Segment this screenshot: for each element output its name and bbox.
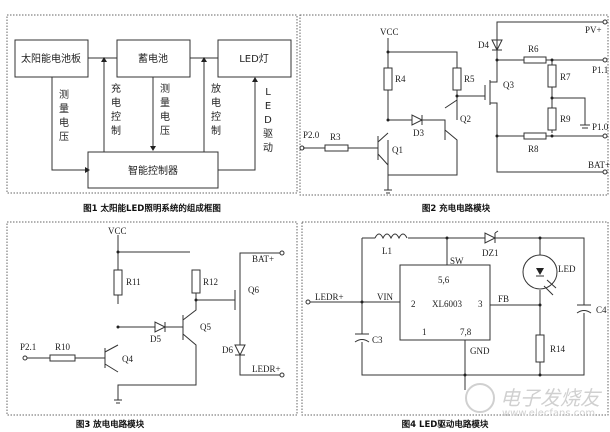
fig1-label-measure-v1: 压 (59, 131, 69, 143)
d5-label: D5 (150, 334, 161, 344)
p21-label: P2.1 (20, 342, 36, 352)
q2-label: Q2 (460, 114, 471, 124)
fig2-charging-circuit: VCC R4 R5 D3 Q2 Q1 P2.0 R3 D4 Q3 R6 R7 R… (299, 14, 610, 214)
vcc-label: VCC (380, 27, 399, 37)
fig3-caption: 图3 放电电路模块 (76, 419, 145, 430)
r12-label: R12 (203, 277, 218, 287)
r9-label: R9 (560, 114, 571, 124)
pins78-label: 7,8 (460, 327, 472, 337)
fig1-label-charge-ctrl: 控 (111, 110, 121, 123)
q4-label: Q4 (122, 354, 133, 364)
sw-label: SW (450, 256, 464, 266)
block-led-label: LED灯 (239, 53, 269, 65)
q5-label: Q5 (200, 322, 211, 332)
fig1-label-led-drive: 驱 (263, 128, 273, 140)
q3-label: Q3 (503, 80, 514, 90)
r5-label: R5 (464, 74, 475, 84)
fig3-discharge-circuit: VCC R11 R12 BAT+ Q6 Q5 D5 D6 LEDR+ Q4 P2… (6, 221, 298, 430)
gnd-label: GND (470, 346, 490, 356)
fig1-block-diagram: 太阳能电池板 蓄电池 LED灯 智能控制器 测量电压充电控制测量电压放电控制LE… (6, 14, 298, 214)
fig1-label-led-drive: D (264, 115, 272, 126)
watermark: 电子发烧友 www.elecfans.com (465, 383, 603, 419)
bat-label: BAT+ (252, 254, 274, 264)
fig1-label-led-drive: 动 (263, 142, 273, 154)
chip-xl6003 (399, 264, 491, 341)
fig4-caption: 图4 LED驱动电路模块 (402, 419, 489, 430)
vin-label: VIN (377, 292, 393, 302)
pv-label: PV+ (585, 25, 602, 35)
fig1-label-discharge-ctrl: 控 (211, 110, 221, 123)
fig1-label-charge-ctrl: 电 (111, 96, 121, 109)
fig1-label-measure-v1: 测 (59, 88, 69, 101)
p20-label: P2.0 (303, 130, 320, 140)
led-label: LED (558, 264, 576, 274)
d3-label: D3 (413, 128, 424, 138)
d4-label: D4 (478, 40, 489, 50)
q1-label: Q1 (392, 145, 403, 155)
r7-label: R7 (560, 72, 571, 82)
r6-label: R6 (528, 44, 539, 54)
pins56-label: 5,6 (438, 275, 450, 285)
fig2-caption: 图2 充电电路模块 (422, 203, 491, 214)
pin2-label: 2 (411, 299, 416, 309)
dz1-label: DZ1 (482, 248, 499, 258)
fb-label: FB (498, 294, 509, 304)
fig1-label-measure-v2: 压 (160, 125, 170, 137)
block-solar-label: 太阳能电池板 (21, 52, 81, 65)
fig4-led-driver-circuit: L1 DZ1 SW 5,6 VIN 2 XL6003 3 FB 1 7,8 GN… (301, 221, 609, 430)
bat-label: BAT+ (588, 160, 610, 170)
fig1-label-discharge-ctrl: 制 (211, 124, 221, 137)
d6-label: D6 (222, 345, 233, 355)
block-battery-label: 蓄电池 (138, 52, 168, 65)
fig1-label-charge-ctrl: 制 (111, 124, 121, 137)
fig1-label-charge-ctrl: 充 (111, 82, 121, 95)
fig1-label-discharge-ctrl: 电 (211, 96, 221, 109)
r3-label: R3 (330, 132, 341, 142)
c3-label: C3 (372, 335, 383, 345)
chip-label: XL6003 (432, 299, 462, 309)
pin3-label: 3 (478, 299, 483, 309)
p11-label: P1.1 (592, 65, 608, 75)
ledr-label: LEDR+ (315, 292, 344, 302)
fig1-label-discharge-ctrl: 放 (211, 82, 221, 95)
block-controller-label: 智能控制器 (128, 164, 178, 177)
fig1-label-measure-v2: 测 (160, 82, 170, 95)
q6-label: Q6 (248, 285, 259, 295)
r11-label: R11 (126, 277, 141, 287)
pin1-label: 1 (422, 327, 427, 337)
block-led (217, 39, 292, 78)
fig1-label-measure-v1: 电 (59, 116, 69, 129)
fig1-label-measure-v2: 电 (160, 110, 170, 123)
url-label: www.elecfans.com (502, 408, 595, 419)
block-battery (116, 39, 191, 78)
p10-label: P1.0 (592, 122, 609, 132)
r4-label: R4 (395, 74, 406, 84)
ledr-label: LEDR+ (252, 364, 281, 374)
text-label: 电子发烧友 (500, 386, 603, 410)
fig1-label-measure-v2: 量 (160, 97, 170, 109)
r14-label: R14 (550, 344, 566, 354)
r8-label: R8 (528, 144, 539, 154)
fig1-label-led-drive: E (265, 101, 271, 112)
fig1-caption: 图1 太阳能LED照明系统的组成框图 (83, 203, 221, 214)
r10-label: R10 (55, 342, 71, 352)
c4-label: C4 (596, 305, 607, 315)
vcc-label: VCC (108, 226, 127, 236)
fig1-label-led-drive: L (265, 87, 271, 98)
l1-label: L1 (382, 246, 392, 256)
fig1-label-measure-v1: 量 (59, 103, 69, 115)
